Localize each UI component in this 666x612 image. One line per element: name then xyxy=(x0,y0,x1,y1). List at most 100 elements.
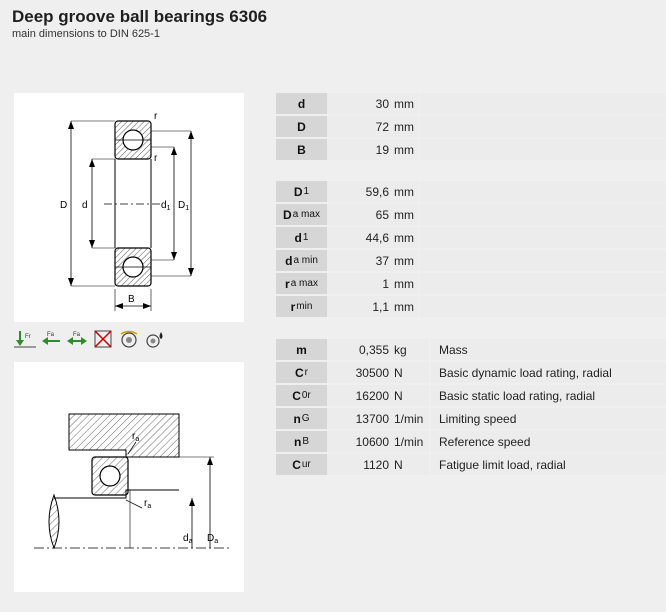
row-unit: 1/min xyxy=(389,408,429,429)
row-value: 37 xyxy=(327,250,389,271)
row-key: d xyxy=(276,93,327,114)
row-unit: mm xyxy=(389,93,418,114)
row-value: 44,6 xyxy=(327,227,389,248)
row-key: B xyxy=(276,139,327,160)
mounting-svg: ra ra da Da xyxy=(34,413,229,550)
label-r-top: r xyxy=(154,111,158,122)
row-value: 1120 xyxy=(327,454,389,475)
label-D1: D1 xyxy=(178,200,189,212)
label-Da: Da xyxy=(207,533,218,545)
row-filler xyxy=(420,181,666,202)
mounting-diagram: ra ra da Da xyxy=(14,362,244,592)
row-description: Limiting speed xyxy=(431,408,666,429)
row-value: 16200 xyxy=(327,385,389,406)
bearing-section-diagram: r r D d d1 D1 B xyxy=(14,93,244,322)
row-filler xyxy=(420,296,666,317)
row-unit: mm xyxy=(389,181,418,202)
row-value: 30 xyxy=(327,93,389,114)
row-filler xyxy=(420,116,666,137)
svg-text:Fa: Fa xyxy=(47,332,55,338)
row-value: 19 xyxy=(327,139,389,160)
row-filler xyxy=(420,204,666,225)
row-description: Mass xyxy=(431,339,666,360)
high-speed-icon xyxy=(120,330,138,348)
row-unit: mm xyxy=(389,296,418,317)
row-value: 65 xyxy=(327,204,389,225)
row-filler xyxy=(420,273,666,294)
row-filler xyxy=(420,227,666,248)
row-description: Fatigue limit load, radial xyxy=(431,454,666,475)
label-ra-bottom: ra xyxy=(144,498,151,510)
label-B: B xyxy=(128,294,135,305)
row-description: Basic static load rating, radial xyxy=(431,385,666,406)
lubrication-icon xyxy=(146,332,163,348)
row-unit: N xyxy=(389,385,429,406)
row-description: Reference speed xyxy=(431,431,666,452)
row-key: m xyxy=(276,339,327,360)
row-unit: mm xyxy=(389,273,418,294)
svg-text:Fa: Fa xyxy=(73,332,81,338)
svg-text:Fr: Fr xyxy=(25,334,31,340)
row-unit: mm xyxy=(389,250,418,271)
row-value: 30500 xyxy=(327,362,389,383)
label-r-inner: r xyxy=(154,153,158,164)
row-unit: mm xyxy=(389,204,418,225)
row-unit: 1/min xyxy=(389,431,429,452)
row-value: 72 xyxy=(327,116,389,137)
page-title: Deep groove ball bearings 6306 xyxy=(12,7,268,26)
label-da: da xyxy=(183,533,193,545)
row-unit: mm xyxy=(389,116,418,137)
row-value: 1 xyxy=(327,273,389,294)
label-D: D xyxy=(60,200,67,211)
row-value: 13700 xyxy=(327,408,389,429)
row-unit: N xyxy=(389,454,429,475)
axial-load-left-icon: Fa xyxy=(42,332,60,345)
row-unit: kg xyxy=(389,339,429,360)
row-key: D xyxy=(276,116,327,137)
row-filler xyxy=(420,93,666,114)
row-unit: mm xyxy=(389,227,418,248)
no-misalignment-icon xyxy=(94,330,112,348)
row-value: 1,1 xyxy=(327,296,389,317)
radial-load-icon: Fr xyxy=(14,331,36,348)
page-subtitle: main dimensions to DIN 625-1 xyxy=(12,28,160,40)
row-unit: mm xyxy=(389,139,418,160)
row-value: 0,355 xyxy=(327,339,389,360)
property-icon-bar: Fr Fa Fa xyxy=(14,327,244,351)
label-d: d xyxy=(82,200,88,211)
row-filler xyxy=(420,250,666,271)
bearing-section-svg: r r D d d1 D1 B xyxy=(60,111,194,311)
row-value: 59,6 xyxy=(327,181,389,202)
row-filler xyxy=(420,139,666,160)
axial-load-both-icon: Fa xyxy=(67,332,87,345)
label-d1: d1 xyxy=(161,200,171,212)
